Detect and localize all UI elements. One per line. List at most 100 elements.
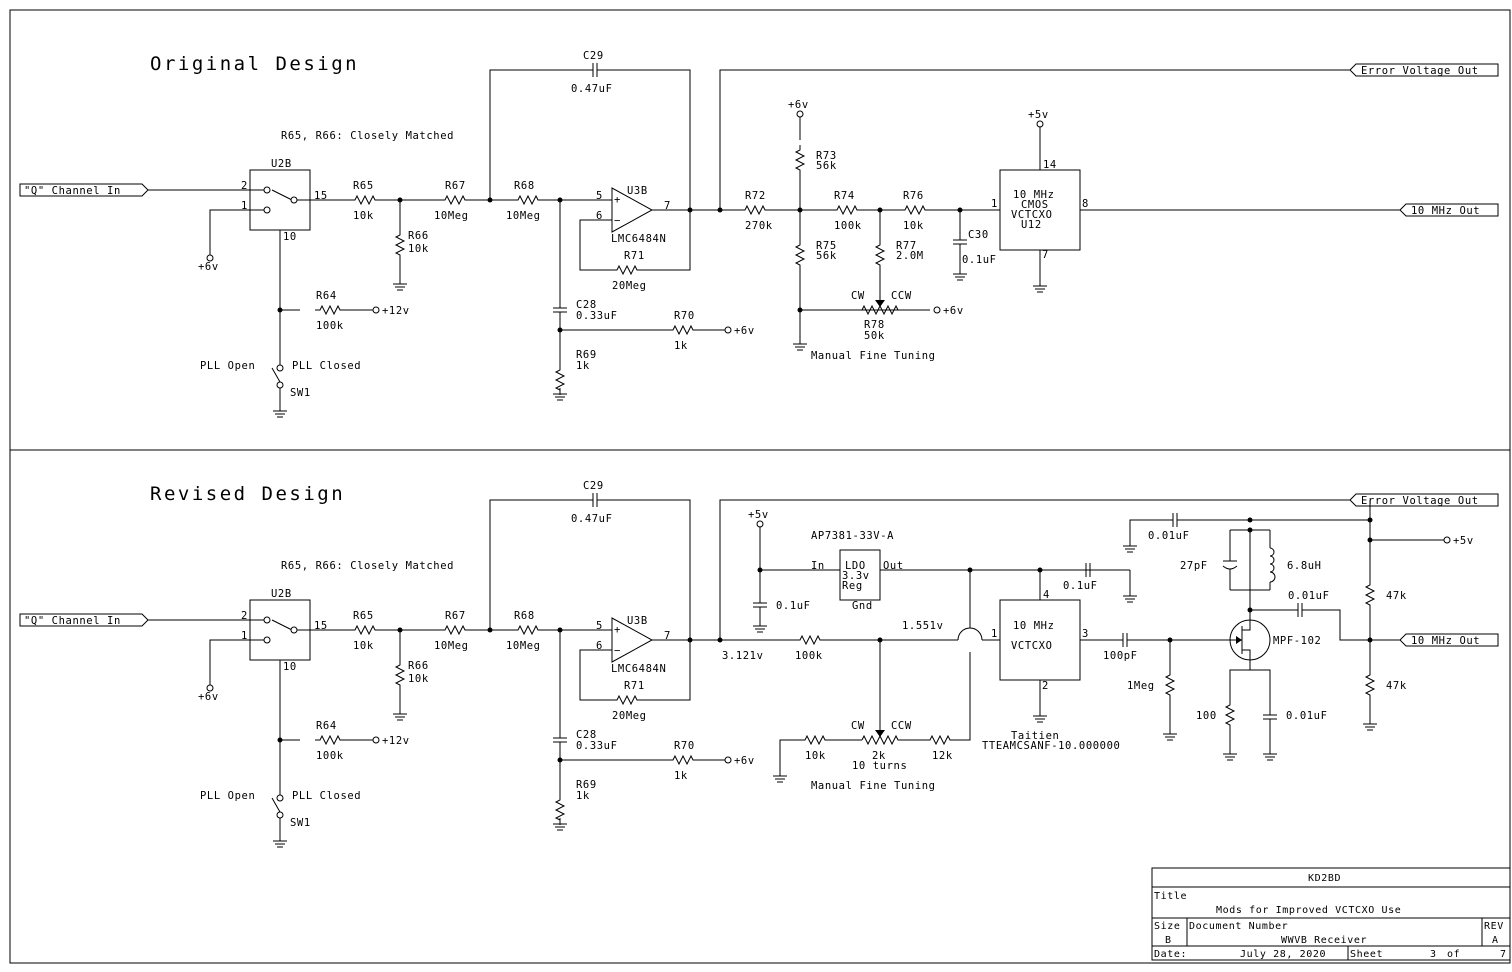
sw1-label: SW1 (290, 387, 311, 399)
u3b-pin6: 6 (596, 640, 603, 652)
r74-label: R74 (834, 190, 855, 202)
ldo-supply: +5v (748, 509, 769, 521)
u12-pin7: 7 (1042, 249, 1049, 261)
u3b-pin7: 7 (664, 200, 671, 212)
c29-label: C29 (583, 480, 604, 492)
c29-value: 0.47uF (571, 513, 613, 525)
u2b-pin10: 10 (283, 231, 297, 243)
vctcxo-part: TTEAMCSANF-10.000000 (982, 740, 1120, 752)
r65-label: R65 (353, 610, 374, 622)
r-47k-bottom-value: 47k (1386, 680, 1407, 692)
u3b-pin7: 7 (664, 630, 671, 642)
c28-label: C28 (576, 729, 597, 741)
u12-ref: U12 (1021, 219, 1042, 231)
r69-value: 1k (576, 790, 590, 802)
ldo-out: Out (883, 560, 904, 572)
ldo-label: LDO (845, 560, 866, 572)
r-47k-top-value: 47k (1386, 590, 1407, 602)
c30-value: 0.1uF (962, 254, 997, 266)
u12-type: VCTCXO (1011, 209, 1053, 221)
c29-label: C29 (583, 50, 604, 62)
u3b-pin6: 6 (596, 210, 603, 222)
tb-of-label: of (1447, 949, 1460, 960)
r76-label: R76 (903, 190, 924, 202)
port-error-voltage-out-2 (1349, 493, 1499, 507)
vctcxo-pin4: 4 (1043, 589, 1050, 601)
tb-rev-label: REV (1484, 921, 1504, 932)
tb-size-label: Size (1154, 921, 1180, 932)
r68-value: 10Meg (506, 640, 541, 652)
u12-pin14: 14 (1043, 159, 1057, 171)
r70-supply: +6v (734, 325, 755, 337)
pot-ccw: CCW (891, 720, 912, 732)
c29-value: 0.47uF (571, 83, 613, 95)
u3b-label: U3B (627, 615, 648, 627)
manual-fine-tuning-label: Manual Fine Tuning (811, 350, 936, 362)
u3b-label: U3B (627, 185, 648, 197)
vctcxo-freq: 10 MHz (1013, 620, 1055, 632)
r78-ccw: CCW (891, 290, 912, 302)
r73-value: 56k (816, 160, 837, 172)
u2b-pin2: 2 (241, 610, 248, 622)
ldo-gnd: Gnd (852, 600, 873, 612)
r66-label: R66 (408, 230, 429, 242)
r69-label: R69 (576, 779, 597, 791)
vctcxo-type: VCTCXO (1011, 640, 1053, 652)
pll-open-label: PLL Open (200, 360, 255, 372)
u3b-pin5: 5 (596, 620, 603, 632)
u12-supply: +5v (1028, 109, 1049, 121)
c28-value: 0.33uF (576, 740, 618, 752)
r-100-value: 100 (1196, 710, 1217, 722)
r67-value: 10Meg (434, 210, 469, 222)
port-10mhz-label-2: 10 MHz Out (1411, 635, 1480, 647)
u2b-pin2: 2 (241, 180, 248, 192)
u3b-opamp (611, 617, 654, 663)
u12-pin1: 1 (991, 198, 998, 210)
ldo-voltage: 3.3v (842, 570, 870, 582)
tb-title: Mods for Improved VCTCXO Use (1216, 905, 1401, 916)
u3b-plus: + (614, 194, 621, 206)
revised-tuning-network: Error Voltage Out 3.121v 100k 1.551v 10k… (717, 493, 1499, 792)
tb-rev: A (1492, 935, 1499, 946)
r65-label: R65 (353, 180, 374, 192)
ldo-regulator (839, 549, 881, 601)
u2b-label: U2B (271, 158, 292, 170)
port-10mhz-out-2 (1399, 633, 1499, 647)
u2b-pin10: 10 (283, 661, 297, 673)
c-001-top-value: 0.01uF (1148, 530, 1190, 542)
r72-label: R72 (745, 190, 766, 202)
r-1meg-value: 1Meg (1127, 680, 1155, 692)
vctcxo-pin2: 2 (1042, 680, 1049, 692)
r71-value: 20Meg (612, 710, 647, 722)
r67-label: R67 (445, 610, 466, 622)
r72-value: 270k (745, 220, 773, 232)
r74-value: 100k (834, 220, 862, 232)
port-10mhz-label: 10 MHz Out (1411, 205, 1480, 217)
matched-note: R65, R66: Closely Matched (281, 560, 454, 572)
u12-freq: 10 MHz (1013, 189, 1055, 201)
r66-label: R66 (408, 660, 429, 672)
r-100k-value: 100k (795, 650, 823, 662)
u2b-supply: +6v (198, 261, 219, 273)
original-design-title: Original Design (150, 53, 359, 75)
r78-supply: +6v (943, 305, 964, 317)
r71-label: R71 (624, 680, 645, 692)
pot-turns: 10 turns (852, 760, 907, 772)
vctcxo-pin3: 3 (1082, 628, 1089, 640)
port-q-channel-in: "Q" Channel In (24, 185, 121, 197)
r70-label: R70 (674, 740, 695, 752)
tb-sheet: 3 (1430, 949, 1437, 960)
tb-docnum-label: Document Number (1189, 921, 1288, 932)
port-10mhz-out (1399, 203, 1499, 217)
r70-supply: +6v (734, 755, 755, 767)
r78-value: 50k (864, 330, 885, 342)
r64-value: 100k (316, 750, 344, 762)
c-27pf-value: 27pF (1180, 560, 1208, 572)
tb-date-label: Date: (1154, 949, 1187, 960)
r77-value: 2.0M (896, 250, 924, 262)
u3b-plus: + (614, 624, 621, 636)
port-q-channel-in: "Q" Channel In (24, 615, 121, 627)
vctcxo-maker: Taitien (1011, 730, 1059, 742)
r71-label: R71 (624, 250, 645, 262)
r64-label: R64 (316, 290, 337, 302)
